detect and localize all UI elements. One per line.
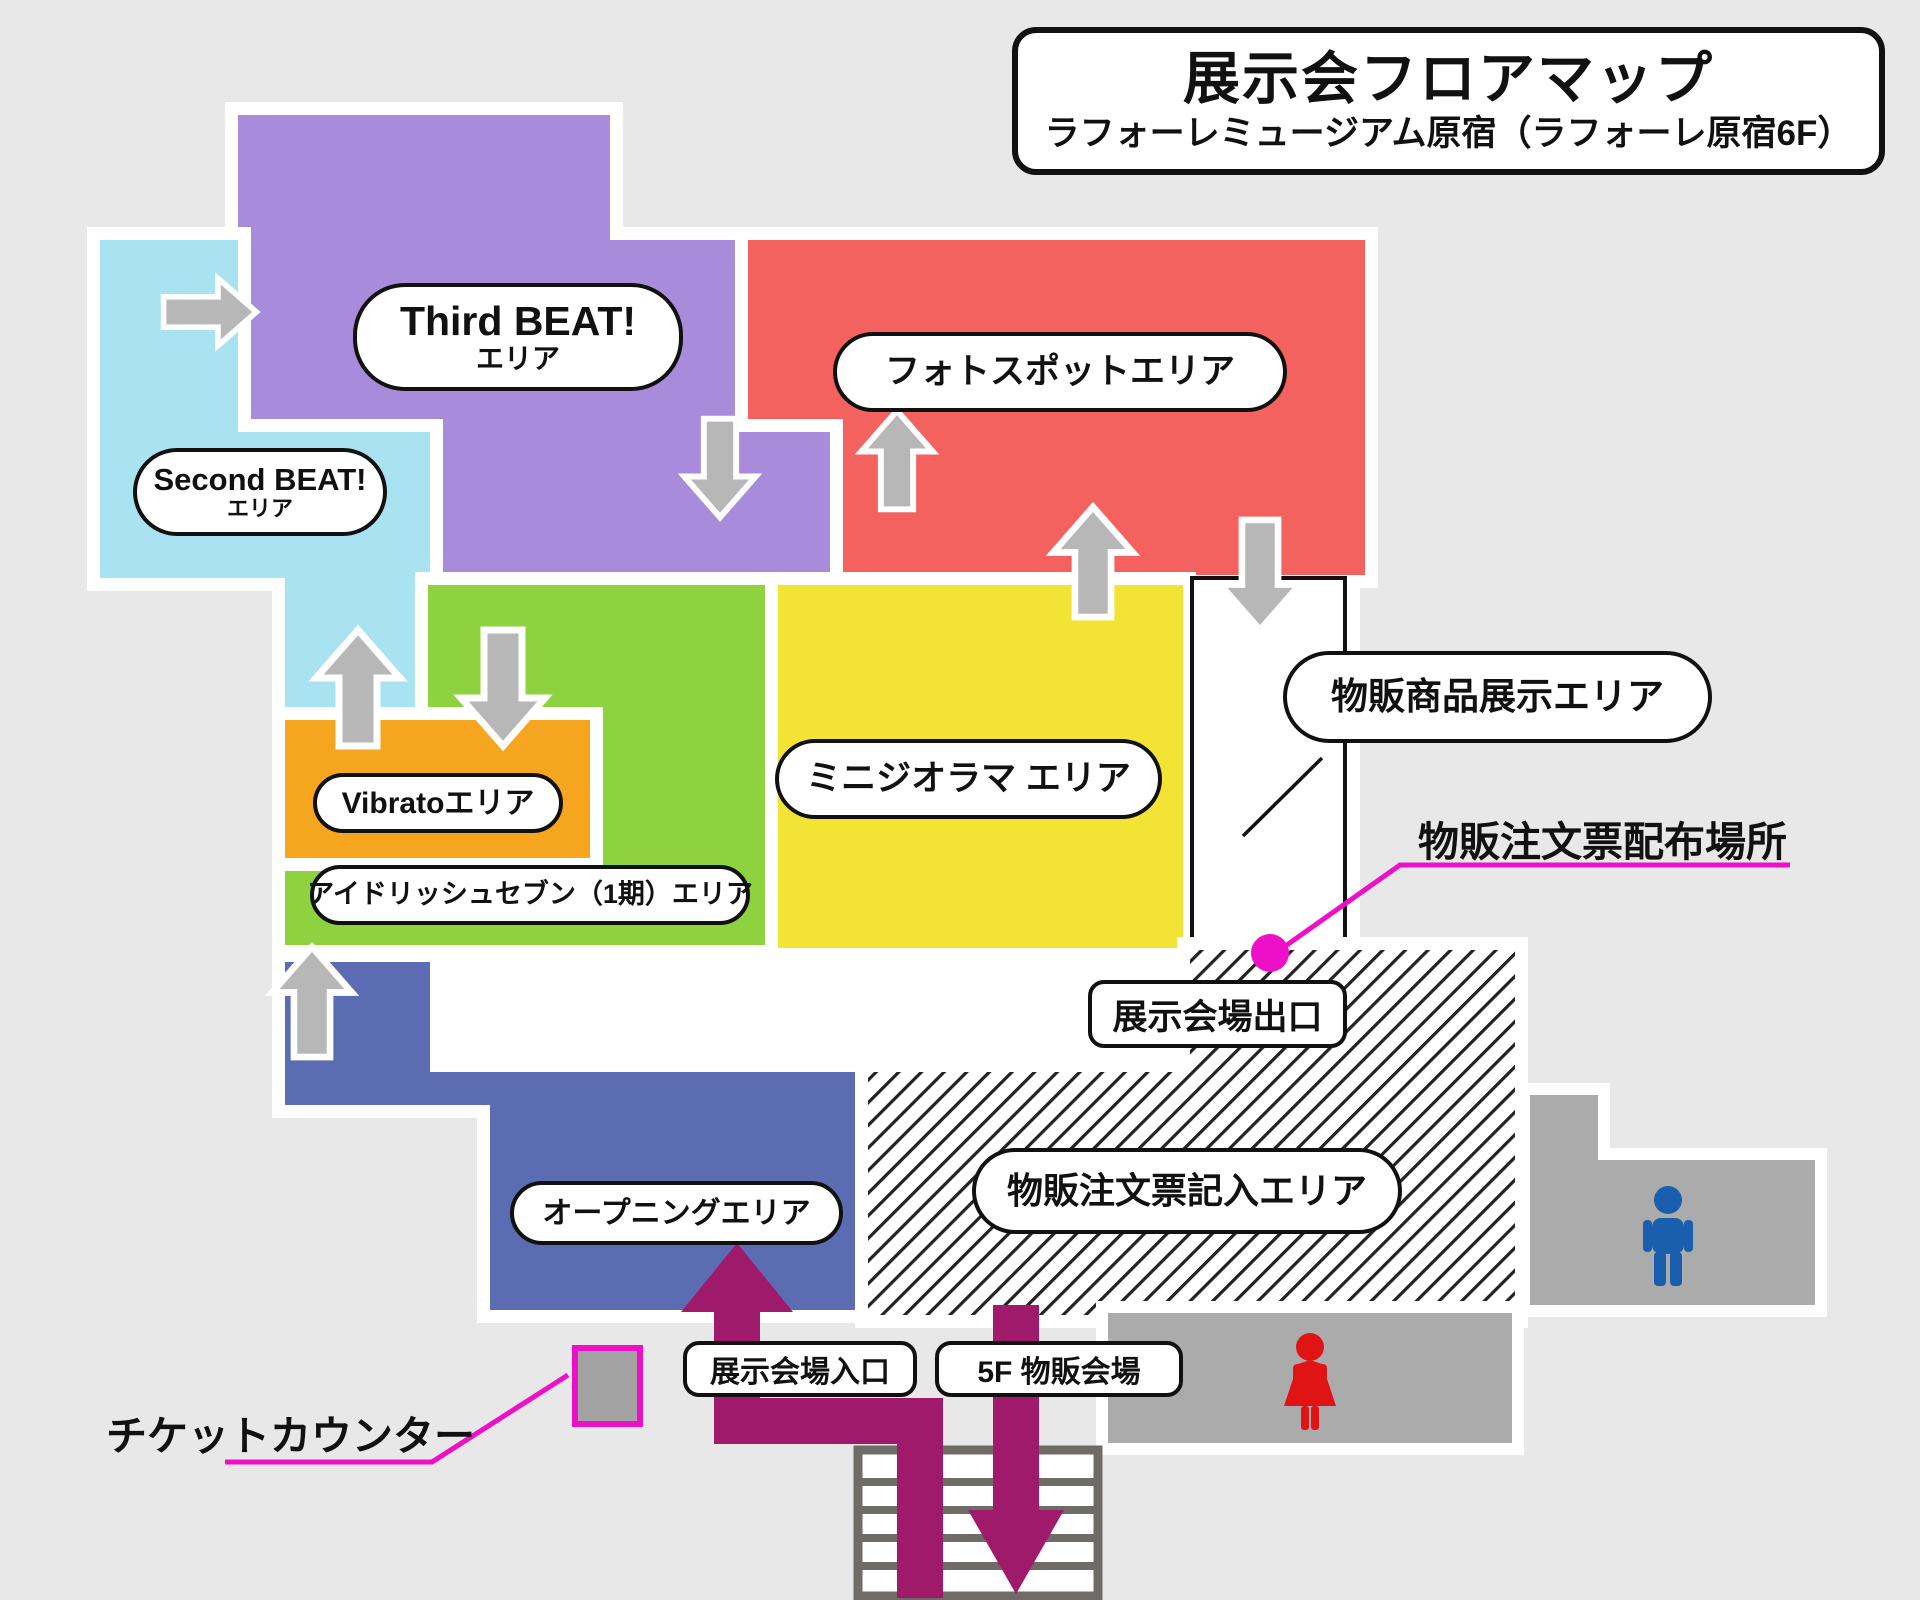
mini-diorama-label: ミニジオラマ エリア: [775, 739, 1162, 819]
idolish7-label: アイドリッシュセブン（1期）エリア: [307, 865, 753, 925]
exhibition-entrance-label: 展示会場入口: [683, 1341, 917, 1397]
second-beat-label-name: Second BEAT!: [153, 461, 367, 497]
third-beat-label-name: Third BEAT!: [399, 298, 637, 345]
entrance-route-arrowhead-icon: [681, 1243, 793, 1312]
ticket-counter-text: チケットカウンター: [106, 1413, 475, 1459]
third-beat-label: Third BEAT! エリア: [353, 283, 683, 391]
page-title: 展示会フロアマップ: [1183, 47, 1714, 112]
goods-venue-5f-label: 5F 物販会場: [935, 1341, 1183, 1397]
goods-display-label: 物販商品展示エリア: [1283, 651, 1712, 743]
ticket-counter-leader-line: [225, 1372, 570, 1465]
second-beat-label: Second BEAT! エリア: [133, 448, 387, 536]
woman-pictogram-icon: [1284, 1333, 1336, 1430]
exhibition-exit-label: 展示会場出口: [1088, 980, 1347, 1048]
order-form-writing-label: 物販注文票記入エリア: [972, 1148, 1402, 1234]
goods-5f-route-arrowhead-icon: [968, 1510, 1064, 1594]
vibrato-label: Vibratoエリア: [313, 773, 563, 833]
third-beat-label-suffix: エリア: [475, 343, 560, 375]
order-form-distribution-dot: [1251, 934, 1289, 972]
photo-spot-label: フォトスポットエリア: [833, 332, 1287, 412]
goods-display-area: [1190, 576, 1347, 950]
ticket-counter-box: [572, 1345, 643, 1427]
map-title-box: 展示会フロアマップ ラフォーレミュージアム原宿（ラフォーレ原宿6F）: [1012, 27, 1885, 175]
page-subtitle: ラフォーレミュージアム原宿（ラフォーレ原宿6F）: [1044, 113, 1853, 153]
magenta-annotations: [225, 862, 1790, 1465]
order-form-distribution-text: 物販注文票配布場所: [1418, 819, 1787, 865]
second-beat-label-suffix: エリア: [226, 495, 293, 521]
order-form-distribution-leader-line: [1282, 862, 1790, 950]
opening-label: オープニングエリア: [510, 1181, 843, 1245]
goods-display-leader-line: [1241, 756, 1324, 838]
man-pictogram-icon: [1643, 1186, 1693, 1286]
